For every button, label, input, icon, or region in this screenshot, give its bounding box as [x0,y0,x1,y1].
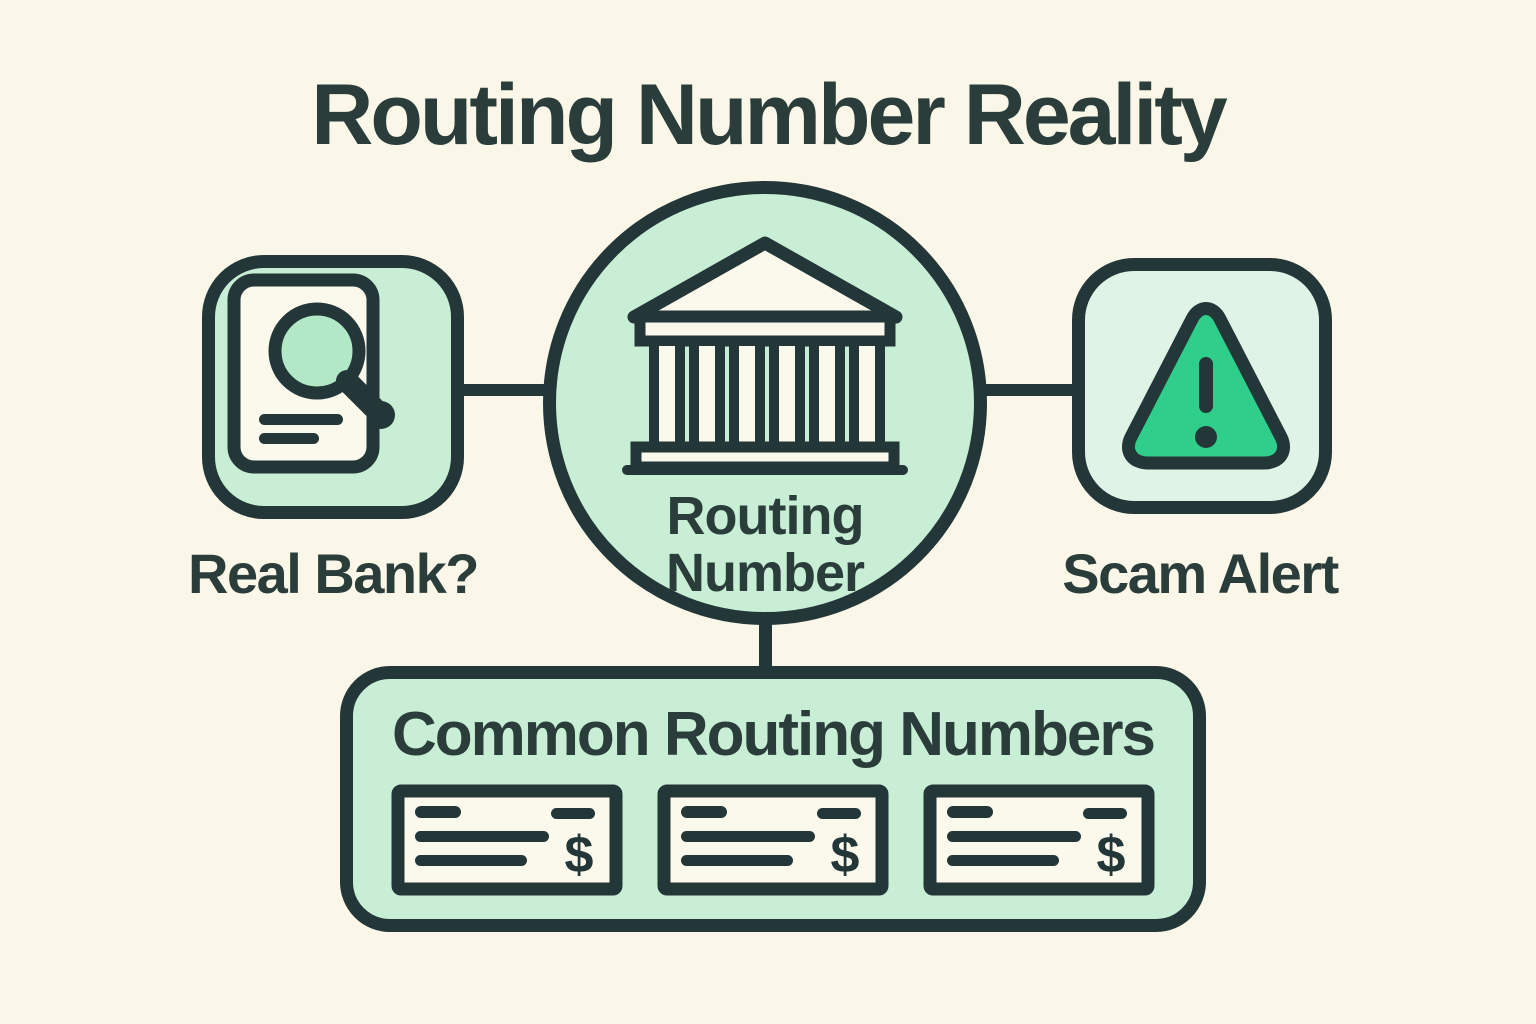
check-icon: $ [391,784,623,901]
connector-right [983,384,1076,396]
routing-number-label-line1: Routing [666,486,865,546]
warning-triangle-icon [1089,271,1315,502]
scam-alert-node [1072,258,1332,514]
checks-row: $ $ [353,784,1193,901]
document-search-icon [226,272,441,502]
dollar-glyph: $ [565,826,594,884]
connector-left [452,384,547,396]
routing-number-label: Routing Number [665,486,865,603]
panel-heading: Common Routing Numbers [392,700,1156,769]
real-bank-node [202,255,464,519]
routing-number-label-line2: Number [665,543,865,603]
check-icon: $ [923,784,1155,901]
dollar-glyph: $ [1097,826,1126,884]
real-bank-label: Real Bank? [188,542,480,605]
connector-vertical [759,615,772,671]
routing-number-node: Routing Number [543,181,987,625]
scam-alert-label: Scam Alert [1062,542,1339,605]
page-title: Routing Number Reality [311,67,1228,163]
dollar-glyph: $ [831,826,860,884]
check-icon: $ [657,784,889,901]
common-routing-numbers-panel: Common Routing Numbers $ [340,666,1206,932]
bank-icon [620,235,910,480]
